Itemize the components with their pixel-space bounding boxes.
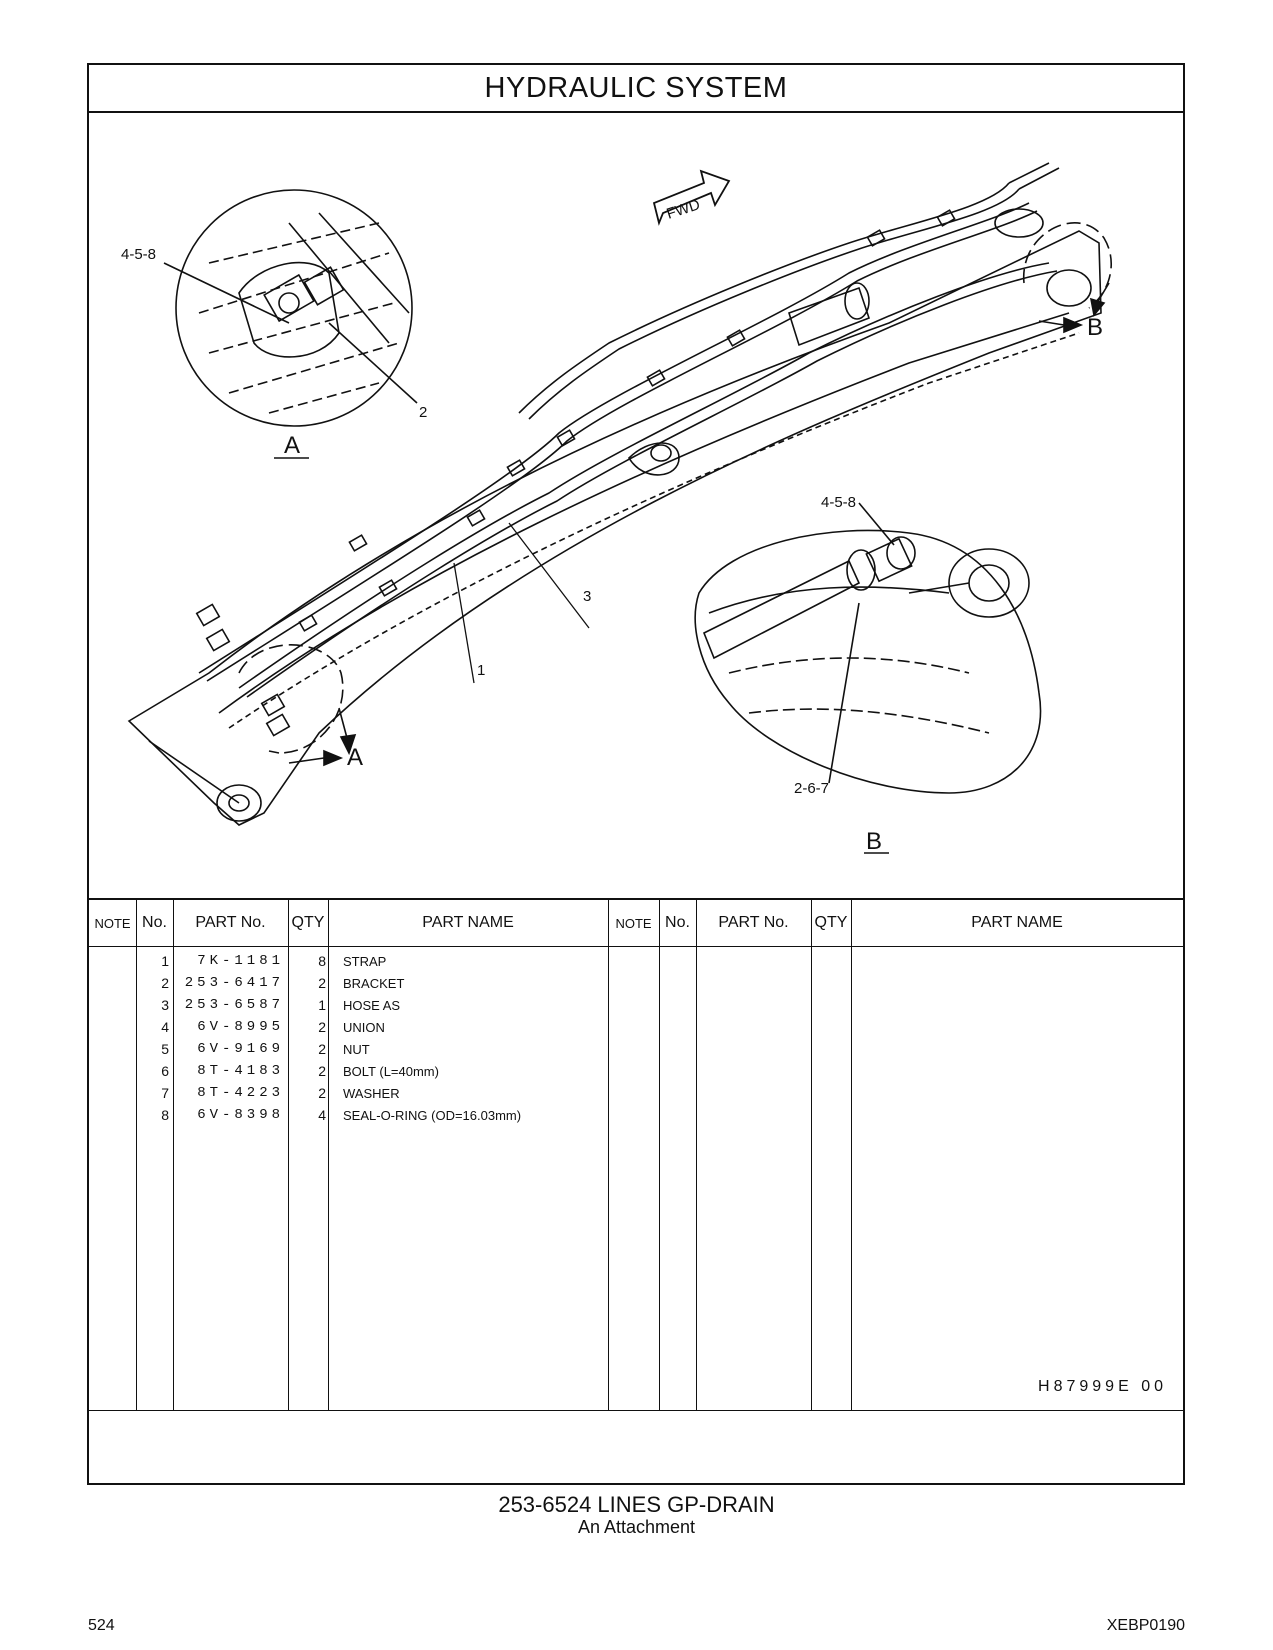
header-qty-left: QTY: [291, 914, 325, 931]
boom-callout-a: A: [347, 744, 363, 771]
col-note-left: [89, 900, 137, 1410]
header-partno-left: PART No.: [195, 914, 266, 931]
part-number: 253-6587: [184, 997, 284, 1013]
quantity: 2: [318, 1085, 326, 1101]
table-row: 8 6V-8398 4 SEAL-O-RING (OD=16.03mm): [89, 1104, 689, 1127]
detail-a-name: A: [284, 432, 300, 459]
header-divider: [89, 946, 1183, 947]
table-row: 5 6V-9169 2 NUT: [89, 1038, 689, 1061]
row-number: 1: [161, 953, 169, 969]
page-title: HYDRAULIC SYSTEM: [89, 65, 1183, 113]
document-id: XEBP0190: [1106, 1617, 1185, 1634]
header-qty-right: QTY: [814, 914, 848, 931]
table-row: 1 7K-1181 8 STRAP: [89, 950, 689, 973]
part-name: UNION: [343, 1020, 385, 1035]
part-name: BRACKET: [343, 976, 405, 991]
hydraulic-drawing: FWD: [89, 113, 1183, 898]
boom-illustration: FWD: [121, 162, 1112, 855]
detail-b-circle: [694, 529, 1042, 794]
detail-a-circle: [175, 189, 413, 427]
part-name: BOLT (L=40mm): [343, 1064, 439, 1079]
callout-detail-a-top: 4-5-8: [121, 246, 156, 263]
hydraulic-cylinder: [788, 286, 871, 347]
boom-pivot-front: [216, 784, 262, 822]
callout-1: 1: [477, 662, 485, 679]
quantity: 1: [318, 997, 326, 1013]
header-partno-right: PART No.: [718, 914, 789, 931]
header-no-left: No.: [142, 914, 167, 931]
row-number: 6: [161, 1063, 169, 1079]
part-number: 253-6417: [184, 975, 284, 991]
hose-line-3: [518, 182, 1010, 414]
part-name: HOSE AS: [343, 998, 401, 1013]
detail-b-name: B: [866, 828, 882, 855]
hose-line-2: [238, 262, 1050, 689]
detail-a-marker: [238, 644, 344, 754]
caption-main: 253-6524 LINES GP-DRAIN: [498, 1492, 775, 1517]
header-note-right: NOTE: [615, 915, 652, 931]
callout-3: 3: [583, 588, 591, 605]
col-no-left: [136, 900, 174, 1410]
callout-detail-b-bottom: 2-6-7: [794, 780, 829, 797]
fwd-label: FWD: [664, 196, 702, 223]
header-partname-right: PART NAME: [971, 914, 1063, 931]
col-note-right: [608, 900, 660, 1410]
header-partname-left: PART NAME: [422, 914, 514, 931]
part-number: 8T-4223: [197, 1085, 284, 1101]
col-qty-right: [811, 900, 852, 1410]
quantity: 2: [318, 1019, 326, 1035]
part-name: WASHER: [343, 1086, 400, 1101]
col-qty-left: [288, 900, 329, 1410]
part-number: 8T-4183: [197, 1063, 284, 1079]
table-row: 2 253-6417 2 BRACKET: [89, 972, 689, 995]
parts-page-frame: HYDRAULIC SYSTEM: [87, 63, 1185, 1485]
table-row: 7 8T-4223 2 WASHER: [89, 1082, 689, 1105]
caption-sub: An Attachment: [577, 1517, 696, 1537]
quantity: 4: [318, 1107, 326, 1123]
callout-detail-b-top: 4-5-8: [821, 494, 856, 511]
hose-line-1: [198, 202, 1030, 674]
part-name: STRAP: [343, 954, 387, 969]
row-number: 4: [161, 1019, 169, 1035]
row-number: 7: [161, 1085, 169, 1101]
part-number: 6V-8398: [197, 1107, 284, 1123]
quantity: 2: [318, 1041, 326, 1057]
row-number: 2: [161, 975, 169, 991]
fwd-arrow-icon: [652, 169, 731, 226]
header-note-left: NOTE: [94, 915, 131, 931]
drawing-code: H87999E 00: [1038, 1378, 1167, 1395]
col-no-right: [659, 900, 697, 1410]
row-number: 3: [161, 997, 169, 1013]
parts-table: NOTE No. PART No. QTY PART NAME NOTE No.…: [89, 898, 1183, 1410]
table-row: 3 253-6587 1 HOSE AS: [89, 994, 689, 1017]
row-number: 8: [161, 1107, 169, 1123]
part-number: 7K-1181: [197, 953, 284, 969]
quantity: 8: [318, 953, 326, 969]
table-bottom-divider: [89, 1410, 1183, 1411]
callout-detail-a-two: 2: [419, 404, 427, 421]
table-row: 6 8T-4183 2 BOLT (L=40mm): [89, 1060, 689, 1083]
col-partno-left: [173, 900, 289, 1410]
quantity: 2: [318, 975, 326, 991]
col-name-left: [328, 900, 609, 1410]
boom-pivot-top: [994, 208, 1044, 238]
col-partno-right: [696, 900, 812, 1410]
part-name: NUT: [343, 1042, 370, 1057]
table-row: 4 6V-8995 2 UNION: [89, 1016, 689, 1039]
part-name: SEAL-O-RING (OD=16.03mm): [343, 1108, 522, 1123]
header-no-right: No.: [665, 914, 690, 931]
part-number: 6V-8995: [197, 1019, 284, 1035]
page-number: 524: [88, 1617, 115, 1634]
boom-outline: [127, 230, 1102, 826]
part-number: 6V-9169: [197, 1041, 284, 1057]
quantity: 2: [318, 1063, 326, 1079]
row-number: 5: [161, 1041, 169, 1057]
boom-callout-b: B: [1087, 314, 1103, 341]
